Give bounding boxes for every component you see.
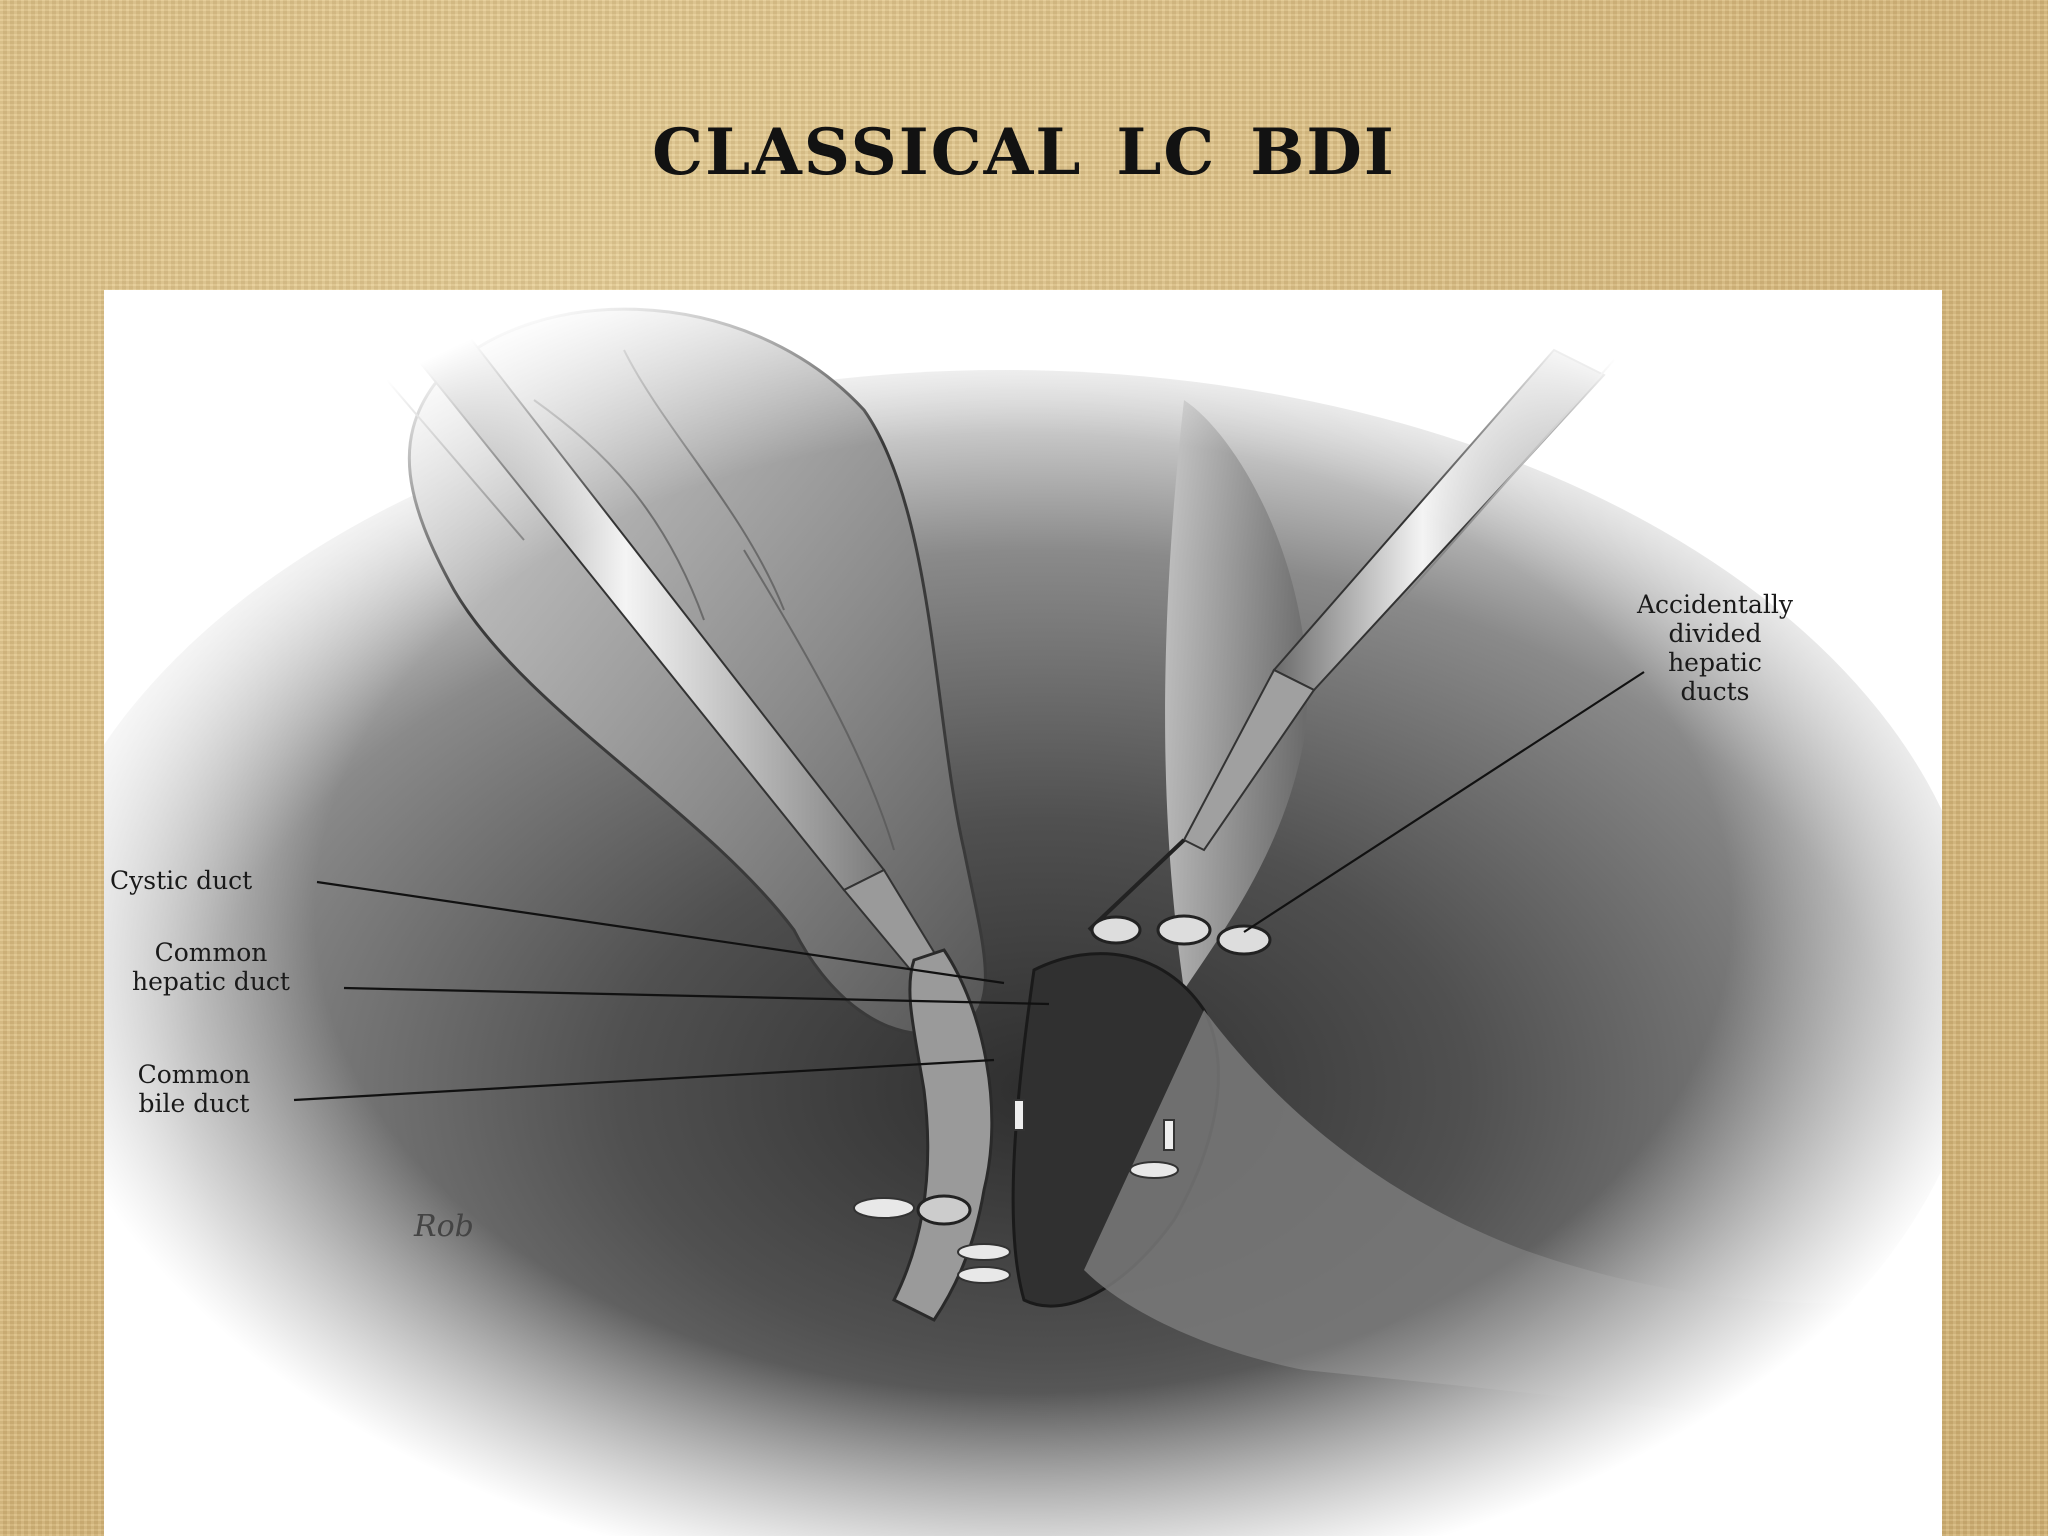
divided-hepatic-ducts-leader (1243, 671, 1645, 933)
laparoscopic-scene-drawing: Rob (104, 290, 1942, 1536)
label-cystic-duct: Cystic duct (110, 866, 253, 895)
label-divided-hepatic-ducts: Accidentally divided hepatic ducts (1636, 590, 1794, 706)
slide-title: CLASSICAL LC BDI (652, 88, 1396, 196)
surgical-illustration: Rob Cystic duct Common hepatic duct Comm… (104, 290, 1942, 1536)
common-bile-duct-leader (293, 1058, 995, 1102)
common-hepatic-duct-leader (343, 986, 1050, 1006)
cystic-duct-leader (316, 880, 1005, 985)
label-leader-lines (293, 671, 1645, 1102)
label-common-hepatic-duct: Common hepatic duct (132, 938, 290, 996)
label-common-bile-duct: Common bile duct (137, 1060, 251, 1118)
artist-signature: Rob (413, 1209, 474, 1244)
